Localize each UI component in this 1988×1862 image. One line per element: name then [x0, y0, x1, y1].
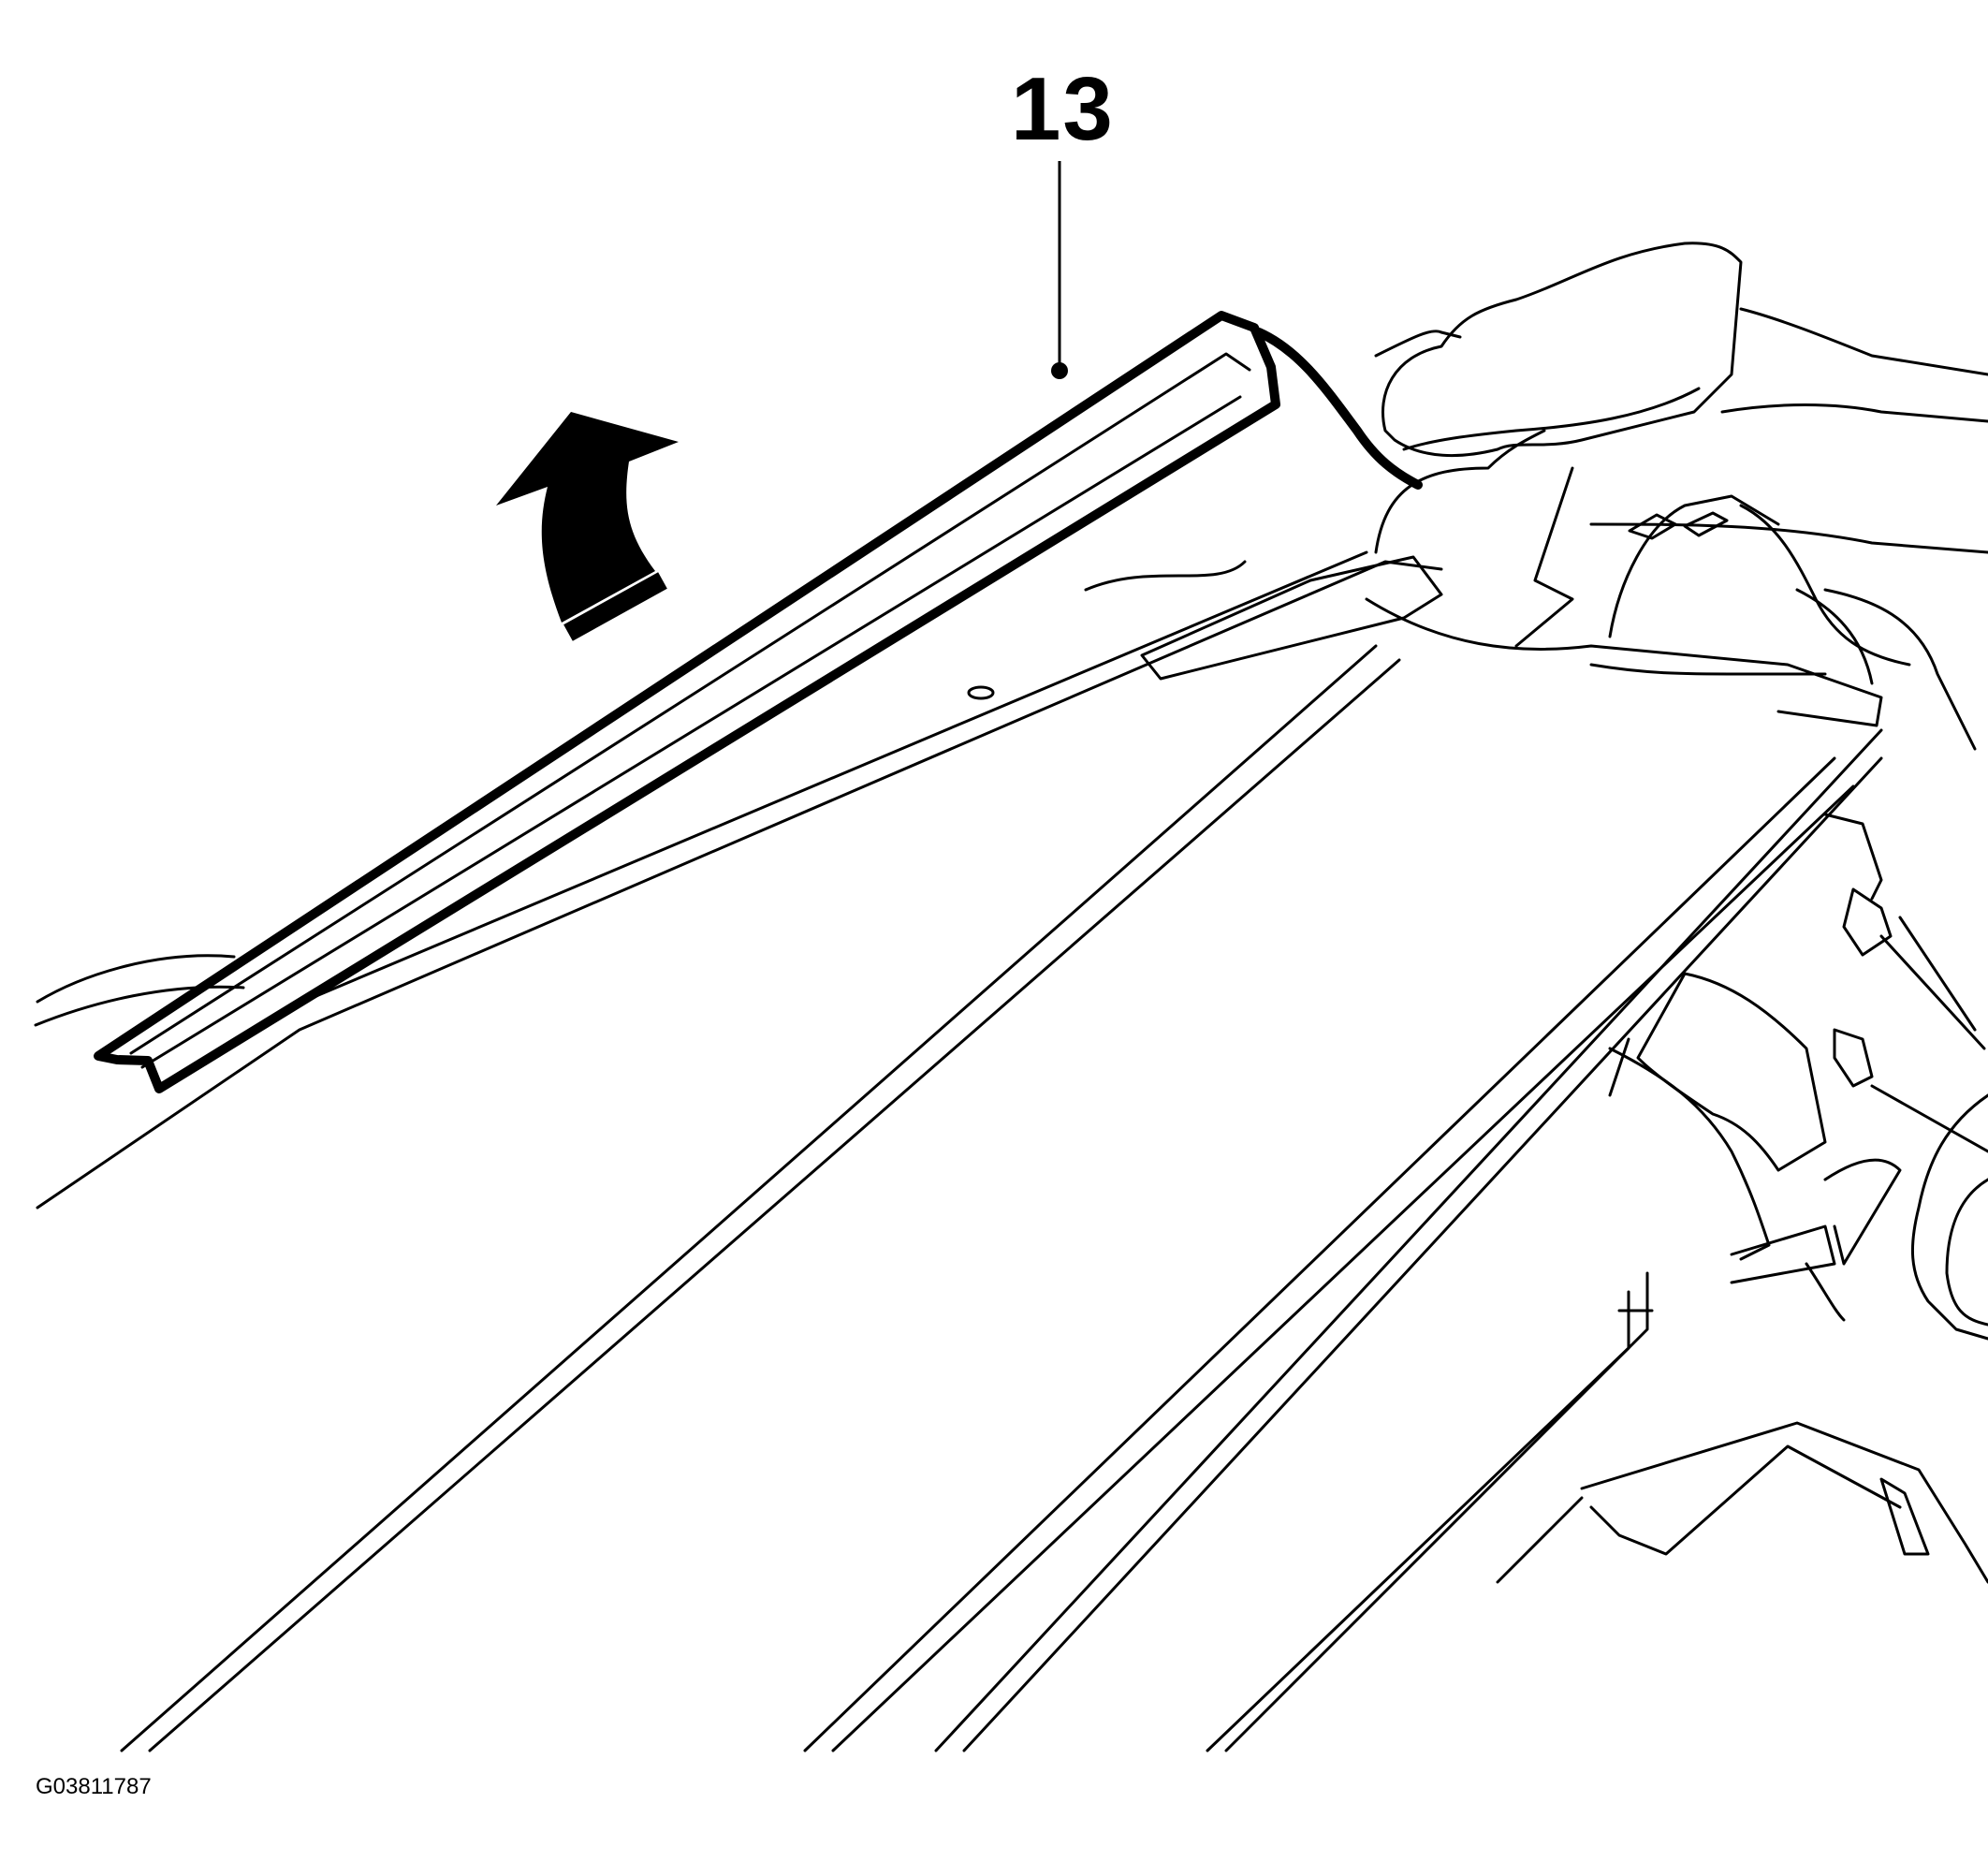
callout-leader — [1051, 161, 1068, 379]
callout-number-13: 13 — [1011, 59, 1115, 159]
moulding-strip — [94, 311, 1423, 1093]
curved-arrow-up-icon — [496, 412, 679, 641]
vehicle-body-outline — [34, 242, 1988, 1752]
figure-id: G03811787 — [36, 1774, 152, 1799]
